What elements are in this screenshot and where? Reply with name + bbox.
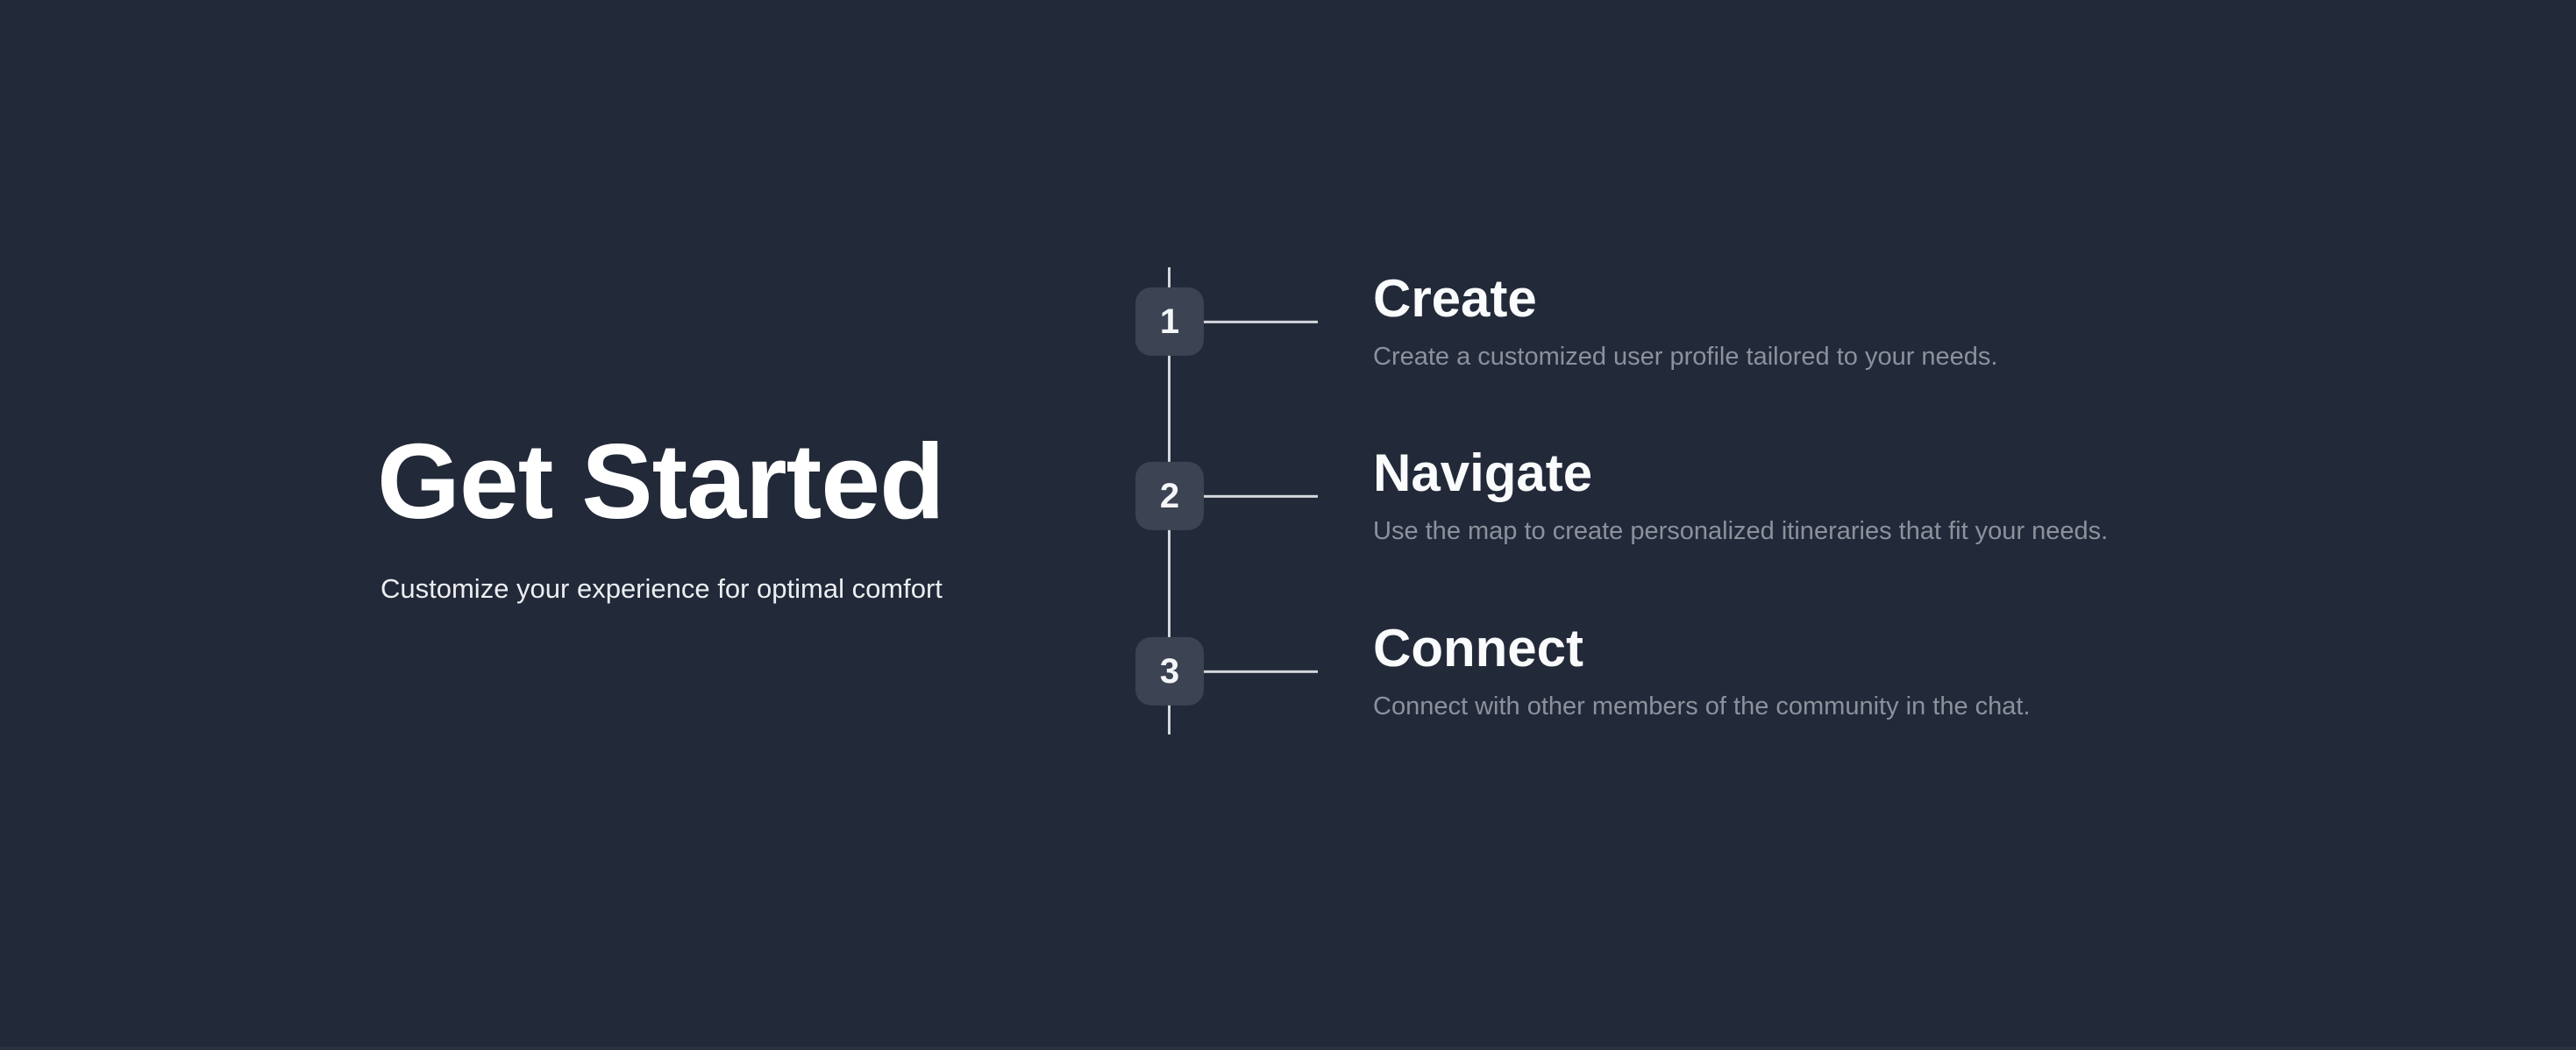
step-number-badge: 2: [1135, 461, 1204, 530]
step-title: Connect: [1373, 618, 1583, 678]
step-connector-line: [1204, 670, 1318, 673]
steps-timeline: 1 Create Create a customized user profil…: [1135, 267, 2407, 813]
step-connector-line: [1204, 320, 1318, 323]
timeline-step-create: 1 Create Create a customized user profil…: [1135, 269, 2407, 374]
step-text-block: Navigate Use the map to create personali…: [1373, 443, 2108, 549]
step-number-badge: 1: [1135, 287, 1204, 356]
page-title: Get Started: [377, 422, 945, 541]
step-number-badge: 3: [1135, 636, 1204, 706]
step-title: Navigate: [1373, 443, 1593, 502]
step-description: Create a customized user profile tailore…: [1373, 343, 1998, 372]
intro-block: Get Started Customize your experience fo…: [377, 422, 945, 607]
step-text-block: Create Create a customized user profile …: [1373, 269, 1997, 374]
step-text-block: Connect Connect with other members of th…: [1373, 619, 2031, 724]
timeline-step-connect: 3 Connect Connect with other members of …: [1135, 619, 2407, 724]
step-connector-line: [1204, 494, 1318, 498]
bottom-divider: [0, 1046, 2576, 1050]
timeline-step-navigate: 2 Navigate Use the map to create persona…: [1135, 443, 2407, 549]
step-title: Create: [1373, 268, 1537, 328]
step-description: Connect with other members of the commun…: [1373, 692, 2031, 721]
step-description: Use the map to create personalized itine…: [1373, 517, 2109, 546]
page-subtitle: Customize your experience for optimal co…: [381, 573, 943, 605]
